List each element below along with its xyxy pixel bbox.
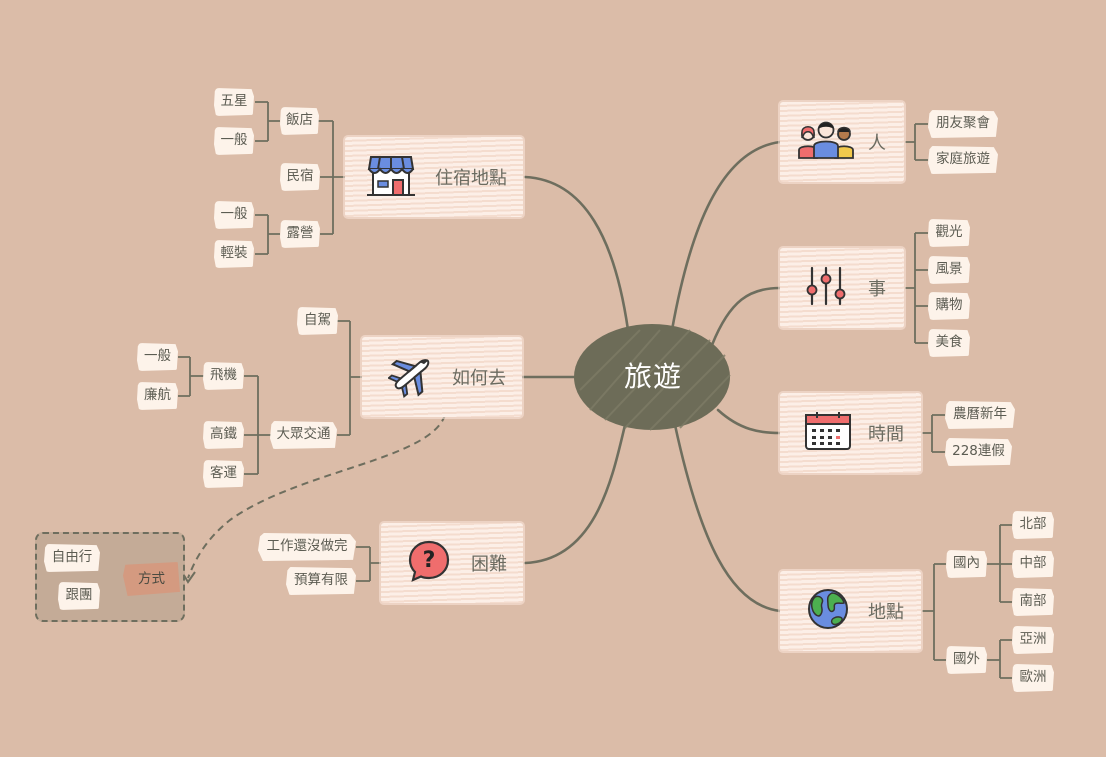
leaf-camp-normal[interactable]: 一般: [214, 201, 254, 229]
leaf-asia[interactable]: 亞洲: [1012, 626, 1054, 654]
topic-time[interactable]: 時間: [780, 393, 921, 473]
people-icon: [798, 120, 856, 164]
leaf-food[interactable]: 美食: [928, 329, 970, 357]
topic-time-label: 時間: [868, 424, 904, 445]
globe-icon: [806, 587, 850, 635]
topic-place-label: 地點: [868, 602, 904, 623]
topic-things[interactable]: 事: [780, 248, 904, 328]
leaf-scenery[interactable]: 風景: [928, 256, 970, 284]
leaf-camping[interactable]: 露營: [280, 220, 320, 248]
topic-difficulty-label: 困難: [471, 554, 507, 575]
sliders-icon: [806, 266, 850, 310]
svg-text:?: ?: [423, 548, 436, 573]
leaf-budget-limited[interactable]: 預算有限: [286, 567, 356, 595]
topic-difficulty[interactable]: ? 困難: [381, 523, 523, 603]
leaf-camp-light[interactable]: 輕裝: [214, 240, 254, 268]
leaf-lunar-new-year[interactable]: 農曆新年: [945, 401, 1015, 429]
floating-topic-label: 方式: [138, 571, 165, 587]
leaf-self-drive[interactable]: 自駕: [297, 307, 338, 335]
topic-place[interactable]: 地點: [780, 571, 921, 651]
leaf-north[interactable]: 北部: [1012, 511, 1054, 539]
topic-transport-label: 如何去: [452, 368, 506, 389]
leaf-shopping[interactable]: 購物: [928, 292, 970, 320]
leaf-228-holiday[interactable]: 228連假: [945, 438, 1012, 466]
leaf-bus[interactable]: 客運: [203, 460, 244, 488]
leaf-plane-normal[interactable]: 一般: [137, 343, 178, 371]
leaf-public-transport[interactable]: 大眾交通: [270, 421, 337, 449]
central-topic[interactable]: 旅遊: [574, 323, 732, 431]
leaf-domestic[interactable]: 國內: [946, 550, 987, 578]
topic-lodging[interactable]: 住宿地點: [345, 137, 523, 217]
leaf-friends[interactable]: 朋友聚會: [928, 110, 998, 138]
central-topic-label: 旅遊: [623, 360, 682, 393]
leaf-europe[interactable]: 歐洲: [1012, 664, 1054, 692]
store-icon: [367, 153, 415, 201]
leaf-work-unfinished[interactable]: 工作還沒做完: [258, 533, 356, 561]
leaf-sightseeing[interactable]: 觀光: [928, 219, 970, 247]
leaf-bnb[interactable]: 民宿: [280, 163, 320, 191]
leaf-family[interactable]: 家庭旅遊: [928, 146, 998, 174]
airplane-icon: [387, 352, 434, 402]
leaf-hotel-5star[interactable]: 五星: [214, 88, 254, 116]
floating-topic-method[interactable]: 方式: [123, 562, 180, 596]
leaf-south[interactable]: 南部: [1012, 588, 1054, 616]
leaf-group-tour[interactable]: 跟團: [58, 582, 100, 610]
topic-people[interactable]: 人: [780, 102, 904, 182]
leaf-abroad[interactable]: 國外: [946, 646, 987, 674]
topic-lodging-label: 住宿地點: [435, 168, 507, 189]
topic-people-label: 人: [868, 133, 886, 154]
topic-things-label: 事: [868, 279, 886, 300]
leaf-hsr[interactable]: 高鐵: [203, 421, 244, 449]
topic-transport[interactable]: 如何去: [362, 337, 522, 417]
leaf-free-travel[interactable]: 自由行: [44, 544, 100, 572]
leaf-hotel-normal[interactable]: 一般: [214, 127, 254, 155]
calendar-icon: [804, 411, 852, 455]
center-node-bg: [574, 324, 731, 431]
leaf-hotel[interactable]: 飯店: [280, 107, 319, 135]
leaf-plane[interactable]: 飛機: [203, 362, 244, 390]
question-bubble-icon: ?: [407, 539, 451, 587]
leaf-central[interactable]: 中部: [1012, 550, 1054, 578]
leaf-plane-lcc[interactable]: 廉航: [137, 382, 178, 410]
